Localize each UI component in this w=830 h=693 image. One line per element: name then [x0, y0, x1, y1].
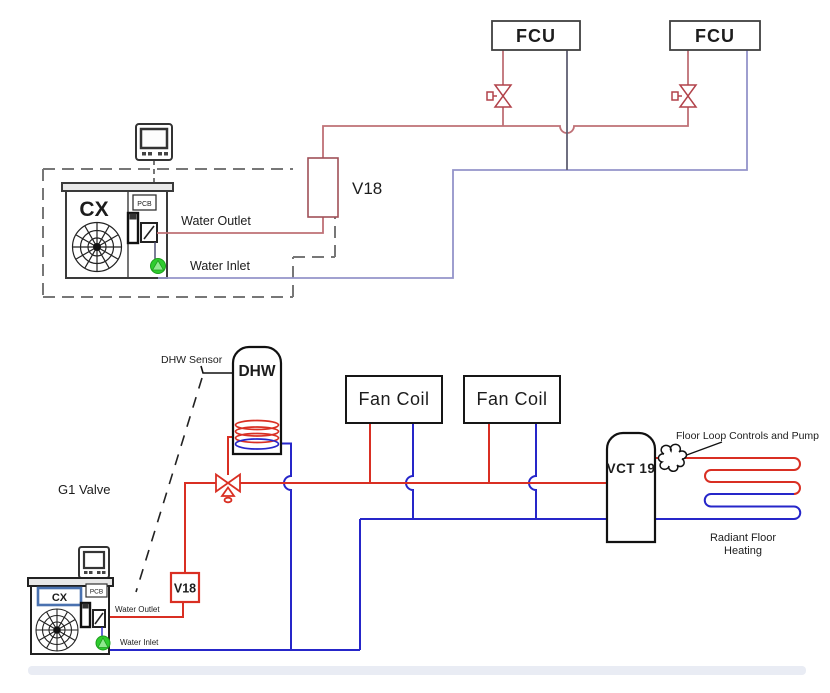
- bottom-cx-label: CX: [52, 592, 68, 604]
- fan-coil-2-label: Fan Coil: [476, 389, 547, 409]
- vct19-tank: VCT 19: [605, 431, 657, 544]
- top-controller-buttons: [142, 152, 168, 156]
- vct19-label: VCT 19: [607, 461, 656, 476]
- floor-loop-pump-cloud-icon: [657, 443, 688, 472]
- radiant-floor-label-line2: Heating: [724, 545, 762, 557]
- top-cx-label: CX: [79, 198, 108, 221]
- fan-coil-1-label: Fan Coil: [358, 389, 429, 409]
- bottom-v18-valve-box: V18: [169, 571, 201, 604]
- bottom-pcb-label: PCB: [90, 589, 103, 596]
- bottom-pcb-box: [85, 583, 108, 598]
- floor-loop-pointer-line: [683, 441, 723, 457]
- top-diagram: CX PCB Water: [42, 20, 761, 298]
- top-internal-components: [126, 211, 158, 262]
- bottom-supply-pipes: [97, 423, 801, 618]
- dhw-coil-icon: [234, 419, 280, 450]
- top-pcb-box: [132, 194, 157, 211]
- dhw-sensor-label: DHW Sensor: [161, 354, 223, 366]
- bottom-water-outlet-label: Water Outlet: [115, 605, 160, 614]
- top-water-inlet-label: Water Inlet: [190, 259, 251, 273]
- top-supply-pipes: [157, 50, 689, 234]
- dhw-tank: DHW: [231, 345, 283, 456]
- top-fan-icon: [71, 221, 123, 273]
- dhw-tank-label: DHW: [238, 363, 275, 380]
- bottom-scrub-bar[interactable]: [28, 666, 806, 675]
- g1-valve-label: G1 Valve: [58, 482, 111, 497]
- bottom-fan-icon: [35, 608, 79, 652]
- top-fcu1-label: FCU: [516, 26, 556, 46]
- dhw-sensor-dashed-line: [135, 377, 203, 593]
- top-fcu1-valve-icon: [486, 84, 513, 108]
- bottom-heat-pump-unit: CX PCB: [27, 577, 114, 655]
- top-fcu2-label: FCU: [695, 26, 735, 46]
- bottom-cx-box: [36, 586, 83, 607]
- bottom-diagram: DHW Sensor G1 Valve DHW Fan Coil: [27, 345, 819, 655]
- bottom-water-inlet-label: Water Inlet: [120, 638, 159, 647]
- top-controller-screen: [139, 127, 169, 150]
- top-controller: [135, 123, 173, 184]
- top-pump-icon: [150, 258, 166, 274]
- top-v18-valve-box: [307, 157, 339, 218]
- top-heat-pump-unit: CX PCB: [61, 182, 174, 279]
- bottom-v18-label: V18: [174, 582, 196, 596]
- bottom-pump-icon: [95, 635, 111, 651]
- dhw-sensor-lead: [200, 365, 233, 374]
- floor-loop-label: Floor Loop Controls and Pump: [676, 430, 819, 442]
- top-unit-lid: [61, 182, 174, 192]
- g1-valve-icon: [215, 472, 241, 504]
- top-v18-label: V18: [352, 179, 382, 198]
- top-water-outlet-label: Water Outlet: [181, 214, 251, 228]
- top-dashed-enclosure: [42, 168, 336, 298]
- bottom-internal-components: [79, 601, 106, 638]
- fan-coil-1-box: Fan Coil: [345, 375, 443, 424]
- top-fcu2-box: FCU: [669, 20, 761, 51]
- bottom-controller: [78, 546, 110, 585]
- radiant-floor-label-line1: Radiant Floor: [710, 532, 776, 544]
- top-fcu2-valve-icon: [671, 84, 698, 108]
- top-fcu1-box: FCU: [491, 20, 581, 51]
- bottom-controller-buttons: [84, 571, 106, 574]
- top-return-pipes: [158, 50, 748, 279]
- top-pcb-label: PCB: [137, 201, 152, 208]
- fan-coil-2-box: Fan Coil: [463, 375, 561, 424]
